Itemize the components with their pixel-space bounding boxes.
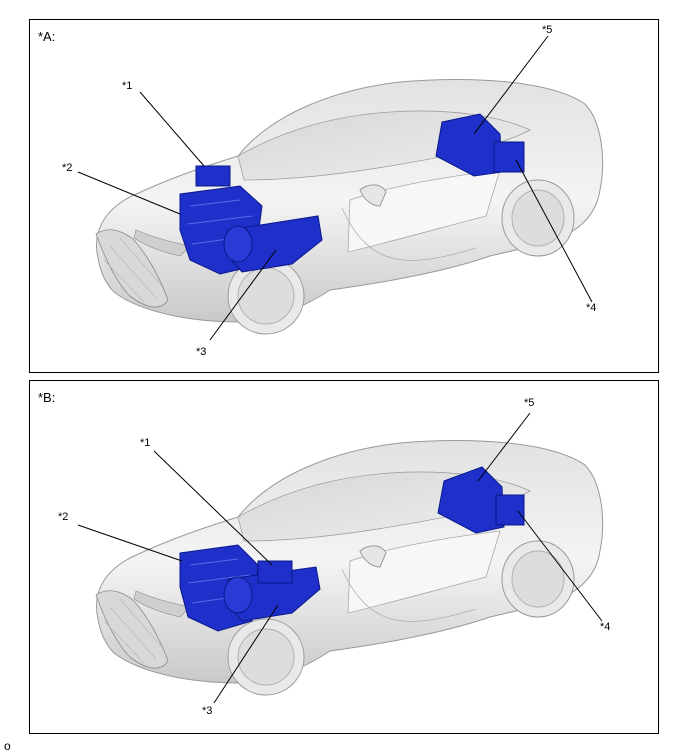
callout-4: *4 (600, 621, 611, 633)
illustration-panel-b: *B: (29, 380, 659, 734)
component-3-transmission (223, 566, 321, 622)
leader-lines (77, 35, 593, 341)
callout-1: *1 (122, 80, 133, 92)
car-illustration (77, 412, 604, 704)
callout-2: *2 (62, 162, 73, 174)
footer-code: o (4, 739, 11, 753)
callout-1: *1 (140, 437, 151, 449)
car-illustration (77, 35, 604, 341)
callout-3: *3 (196, 346, 207, 358)
car-body (95, 79, 604, 335)
component-5-hv-battery (437, 466, 505, 534)
component-1-ecu (257, 560, 293, 584)
callout-3: *3 (202, 705, 213, 717)
leader-lines (77, 412, 603, 704)
callout-2: *2 (58, 511, 69, 523)
panel-label: *A: (38, 29, 56, 44)
illustration-panel-a: *A: (29, 19, 659, 373)
component-3-transmission (223, 215, 323, 273)
component-4-inverter (495, 494, 525, 526)
car-body (95, 440, 604, 696)
component-4-inverter (493, 141, 525, 173)
callout-4: *4 (586, 302, 597, 314)
component-1-ecu (195, 165, 231, 187)
callout-5: *5 (542, 24, 553, 36)
callout-5: *5 (524, 397, 535, 409)
panel-label: *B: (38, 390, 56, 405)
